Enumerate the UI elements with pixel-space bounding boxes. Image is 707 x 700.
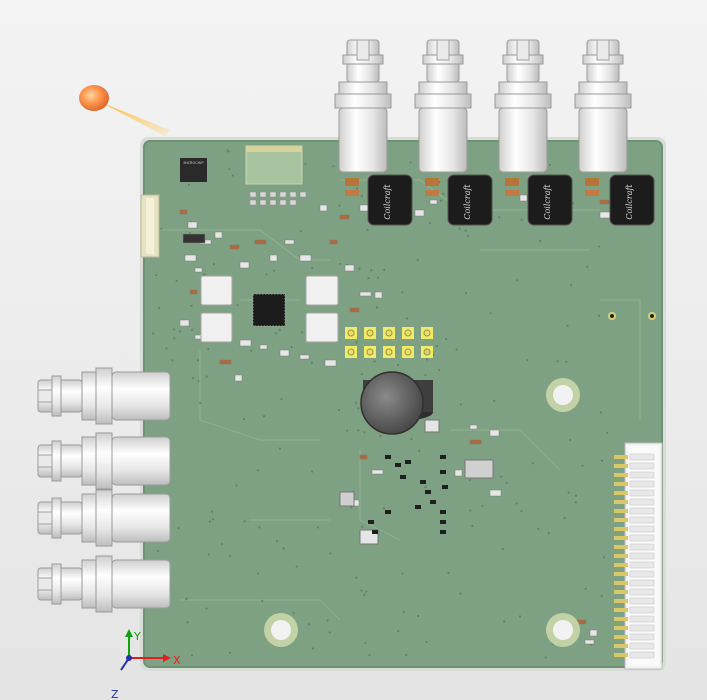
coilcraft-inductor: Coilcraft xyxy=(609,174,655,226)
electrolytic-capacitor xyxy=(360,371,433,435)
inductor-marking: Coilcraft xyxy=(543,184,552,220)
axis-triad[interactable]: Y X Z xyxy=(111,629,181,700)
edge-connector-left xyxy=(140,194,160,258)
axis-z-label: Z xyxy=(111,688,119,700)
power-inductors-small xyxy=(200,275,339,343)
coilcraft-inductor: Coilcraft xyxy=(447,174,493,226)
axis-x-label: X xyxy=(173,654,181,667)
inductor-marking: Coilcraft xyxy=(383,184,392,220)
small-components-row xyxy=(249,191,307,206)
mounting-holes xyxy=(264,312,656,647)
qfn-controller-ic xyxy=(252,293,286,327)
bnc-connectors-left xyxy=(37,367,171,613)
pcb-traces xyxy=(160,179,641,621)
coilcraft-inductors: Coilcraft Coilcraft Coilcraft Coilcraft xyxy=(367,174,655,226)
light-source-icon[interactable] xyxy=(79,85,170,136)
inductor-marking: Coilcraft xyxy=(625,184,634,220)
test-point-header xyxy=(345,327,433,358)
inductor-marking: Coilcraft xyxy=(463,184,472,220)
center-smd-cluster xyxy=(368,455,448,534)
coilcraft-inductor: Coilcraft xyxy=(367,174,413,226)
axis-y-label: Y xyxy=(133,630,141,643)
ffc-connector-right xyxy=(614,442,663,670)
microchip-ic: MICROCHIP xyxy=(180,158,207,182)
chip-marking: MICROCHIP xyxy=(184,161,204,165)
module-pad xyxy=(245,145,303,185)
passive-components xyxy=(179,194,612,645)
coilcraft-inductor: Coilcraft xyxy=(527,174,573,226)
bnc-connectors-top xyxy=(334,39,632,196)
